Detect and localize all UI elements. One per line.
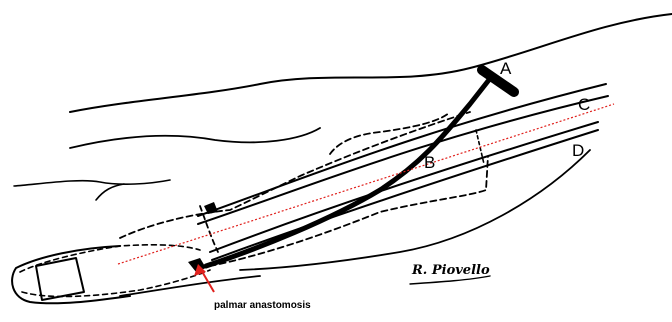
crease-line-2 — [96, 184, 124, 200]
distal-phalanx-dashed — [20, 245, 200, 272]
knuckle-line — [70, 128, 320, 148]
distal-phalanx-dashed-lower — [22, 270, 210, 296]
finger-underside — [120, 276, 260, 296]
vessel-c-lower — [198, 96, 608, 224]
label-c: C — [578, 95, 590, 114]
axis-dotted-line — [118, 104, 614, 264]
label-d: D — [572, 141, 584, 160]
nail-outline — [36, 258, 84, 300]
label-a: A — [500, 59, 512, 78]
tendon-sheath-dashed — [120, 112, 470, 238]
signature: R. Piovello — [411, 263, 490, 278]
annotation-label: palmar anastomosis — [214, 300, 311, 311]
crease-line-1 — [14, 180, 170, 186]
label-b: B — [424, 153, 435, 172]
